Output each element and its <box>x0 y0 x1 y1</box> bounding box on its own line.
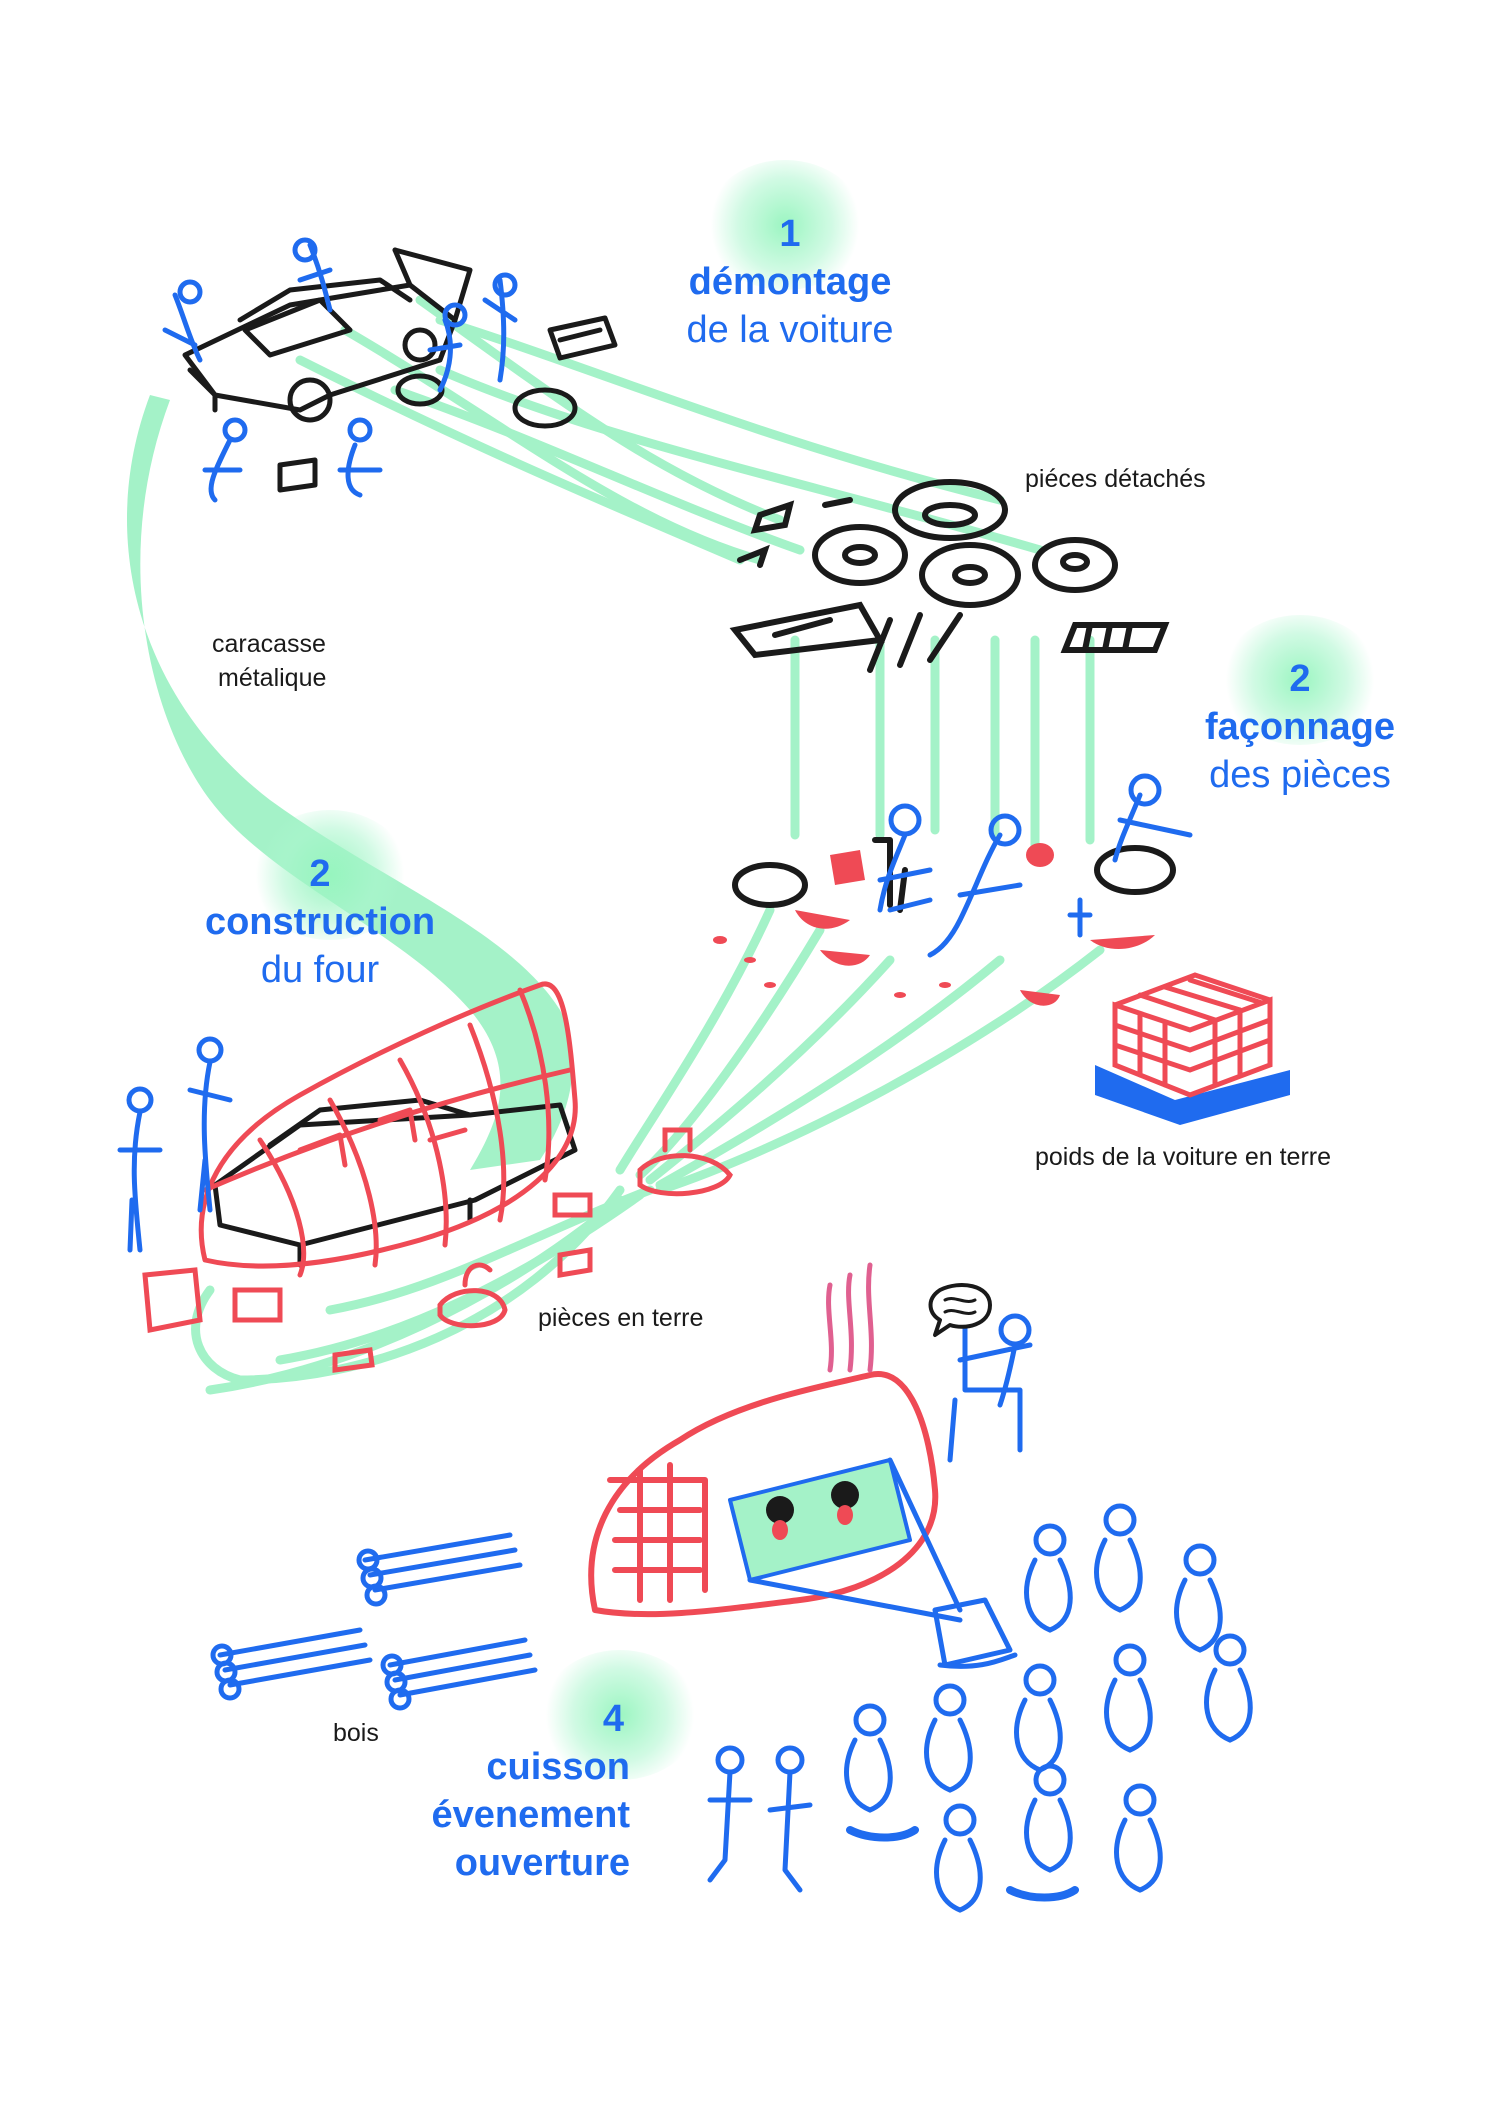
step-4-title: cuisson <box>486 1746 630 1788</box>
spare-parts-illustration <box>729 479 1170 673</box>
step-3-subtitle: du four <box>260 949 380 991</box>
carcass-flow-path <box>126 395 573 1170</box>
step-1-glow <box>705 160 865 290</box>
step-3-heading: 2 construction du four <box>170 850 470 994</box>
spare-parts-label: piéces détachés <box>1025 465 1206 493</box>
wood-label: bois <box>333 1719 379 1747</box>
step-3-glow <box>250 810 410 940</box>
crowd-illustration <box>707 1503 1253 1913</box>
step-2-subtitle: des pièces <box>1209 754 1391 796</box>
step-4-glow <box>540 1650 700 1780</box>
clay-pieces-illustration <box>142 1127 733 1373</box>
step-1-number: 1 <box>779 213 801 255</box>
step-1-subtitle: de la voiture <box>686 309 894 351</box>
step-2-title: façonnage <box>1204 706 1396 748</box>
step-4-number: 4 <box>602 1698 624 1740</box>
kiln-construction-illustration <box>117 981 578 1278</box>
step-1-heading: 1 démontage de la voiture <box>640 210 940 354</box>
step-4-line-3: ouverture <box>454 1842 630 1884</box>
carcass-label-line-2: métalique <box>218 664 327 692</box>
crafting-workshop-illustration <box>713 773 1193 1006</box>
step-4-line-2: évenement <box>431 1794 630 1836</box>
step-1-title: démontage <box>688 261 892 303</box>
carcass-label-line-1: caracasse <box>212 630 326 658</box>
step-2-heading: 2 façonnage des pièces <box>1150 655 1450 799</box>
step-4-heading: 4 cuisson évenement ouverture <box>330 1695 630 1887</box>
step-2-glow <box>1220 615 1380 745</box>
step-3-number: 2 <box>309 853 331 895</box>
clay-weight-pallet-illustration <box>1095 972 1290 1125</box>
step-2-number: 2 <box>1289 658 1311 700</box>
clay-parts-label: pièces en terre <box>538 1304 704 1332</box>
car-disassembly-illustration <box>162 237 618 503</box>
car-weight-label: poids de la voiture en terre <box>1035 1143 1332 1171</box>
step-3-title: construction <box>204 901 436 943</box>
firing-event-illustration <box>588 1262 1033 1669</box>
wood-logs-illustration <box>210 1532 538 1711</box>
